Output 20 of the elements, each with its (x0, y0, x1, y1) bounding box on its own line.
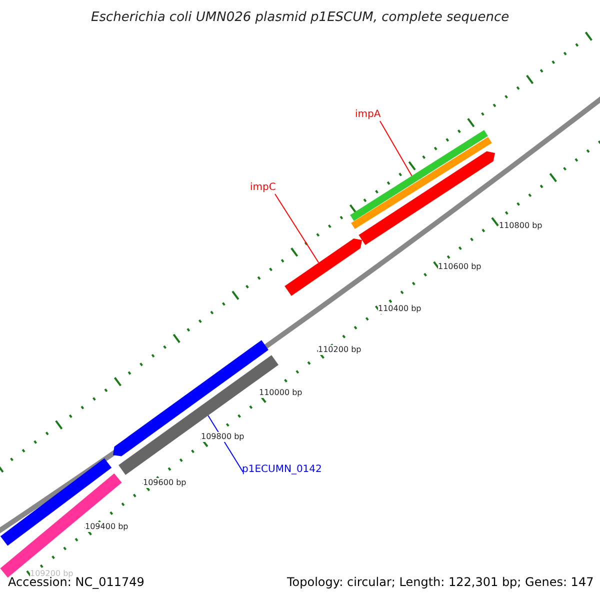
leader-line (380, 120, 412, 176)
leader-line (274, 194, 320, 264)
tick-label: 109400 bp (85, 522, 128, 532)
title: Escherichia coli UMN026 plasmid p1ESCUM, complete sequence (91, 10, 510, 26)
gene-bar (351, 137, 492, 229)
gene-bar (358, 151, 495, 245)
gene-bar (350, 130, 488, 221)
tick-label: 109600 bp (143, 478, 186, 488)
gene-label: impA (355, 109, 381, 121)
tick-label: 109200 bp (30, 569, 74, 579)
tick-label: 110600 bp (438, 262, 482, 272)
tick-label: 110800 bp (499, 221, 542, 231)
tick-label: 110000 bp (259, 388, 302, 398)
tick-label: 110400 bp (378, 304, 422, 314)
tick-label: 109800 bp (201, 432, 244, 442)
gene-label: p1ECUMN_0142 (242, 464, 322, 476)
gene-label: impC (250, 182, 276, 194)
tick-label: 110200 bp (318, 345, 362, 355)
footer-text: Topology: circular; Length: 122,301 bp; Genes: 147 (287, 575, 594, 590)
gene-bar (284, 238, 362, 296)
